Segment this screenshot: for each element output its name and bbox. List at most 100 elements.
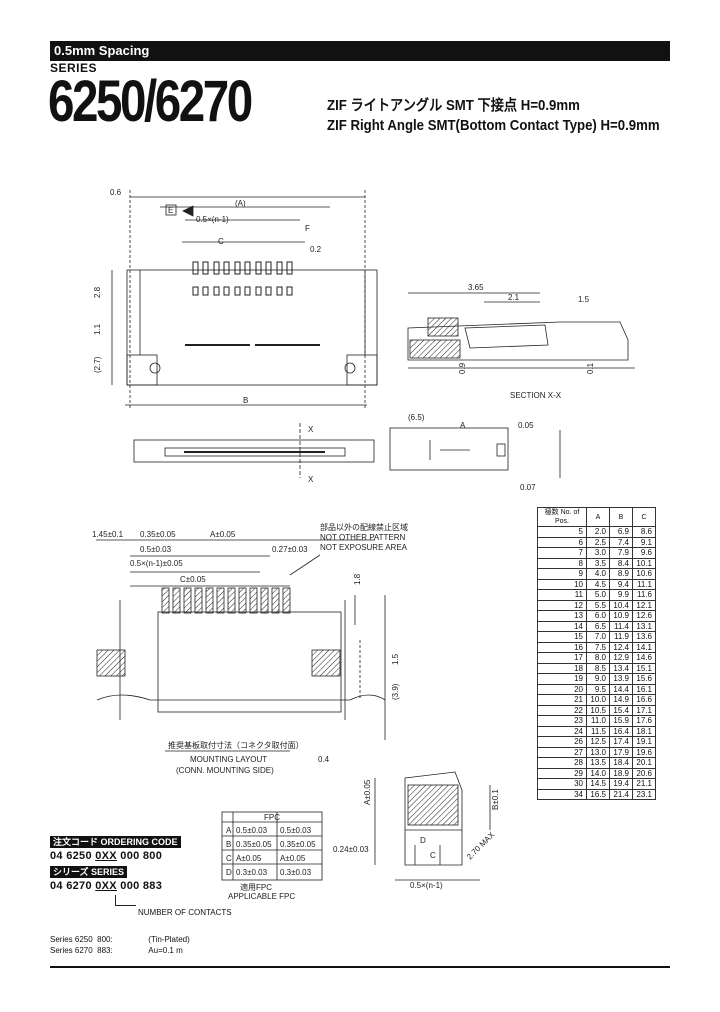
table-cell: 14.4 <box>609 683 633 695</box>
svg-text:0.3±0.03: 0.3±0.03 <box>236 868 268 877</box>
table-cell: 18 <box>537 662 587 674</box>
svg-text:B: B <box>243 396 248 405</box>
table-cell: 12.1 <box>632 599 656 611</box>
table-cell: 18.1 <box>632 725 656 737</box>
table-cell: 12.5 <box>586 736 610 748</box>
table-header: C <box>632 507 656 527</box>
svg-text:部品以外の配線禁止区域: 部品以外の配線禁止区域 <box>320 522 408 532</box>
table-cell: 28 <box>537 757 587 769</box>
table-cell: 18.4 <box>609 757 633 769</box>
table-cell: 14.1 <box>632 641 656 653</box>
table-cell: 6.5 <box>586 620 610 632</box>
svg-text:C±0.05: C±0.05 <box>180 575 206 584</box>
svg-text:(2.7): (2.7) <box>93 356 102 373</box>
svg-text:0.5×(n-1): 0.5×(n-1) <box>196 215 229 224</box>
dim-label: 0.6 <box>110 188 122 197</box>
svg-text:3.65: 3.65 <box>468 283 484 292</box>
table-cell: 13.1 <box>632 620 656 632</box>
svg-text:0.07: 0.07 <box>520 483 536 492</box>
table-header: 極数 No. of Pos. <box>537 507 587 527</box>
svg-text:D: D <box>226 868 232 877</box>
table-cell: 12.6 <box>632 610 656 622</box>
svg-text:0.9: 0.9 <box>458 362 467 374</box>
table-cell: 8.0 <box>586 652 610 664</box>
svg-text:C: C <box>226 854 232 863</box>
table-cell: 2.5 <box>586 536 610 548</box>
svg-text:SECTION X-X: SECTION X-X <box>510 391 562 400</box>
table-cell: 21.4 <box>609 788 633 800</box>
svg-text:NOT EXPOSURE AREA: NOT EXPOSURE AREA <box>320 543 408 552</box>
svg-text:1.45±0.1: 1.45±0.1 <box>92 530 124 539</box>
ordering-code-label: 注文コード ORDERING CODE <box>50 836 181 848</box>
svg-text:(3.9): (3.9) <box>391 683 400 700</box>
leader-line <box>115 895 136 906</box>
svg-text:推奨基板取付寸法（コネクタ取付面）: 推奨基板取付寸法（コネクタ取付面） <box>168 740 304 750</box>
table-cell: 10.5 <box>586 704 610 716</box>
table-cell: 5 <box>537 526 587 538</box>
mounting-label: 推奨基板取付寸法（コネクタ取付面） MOUNTING LAYOUT (CONN.… <box>165 740 304 775</box>
front-view: X X <box>133 423 375 484</box>
svg-text:FPC: FPC <box>264 813 280 822</box>
svg-text:0.5×(n-1)±0.05: 0.5×(n-1)±0.05 <box>130 559 183 568</box>
table-cell: 9.4 <box>609 578 633 590</box>
table-cell: 22 <box>537 704 587 716</box>
table-cell: 14.5 <box>586 778 610 790</box>
svg-text:F: F <box>305 224 310 233</box>
table-cell: 4.5 <box>586 578 610 590</box>
svg-text:NOT OTHER PATTERN: NOT OTHER PATTERN <box>320 533 406 542</box>
table-cell: 10.6 <box>632 568 656 580</box>
svg-text:A±0.05: A±0.05 <box>363 779 372 805</box>
table-cell: 15.4 <box>609 704 633 716</box>
top-view: 0.6 (A) 0.5×(n-1) C 0.2 F E <box>93 188 378 410</box>
title-english: ZIF Right Angle SMT(Bottom Contact Type)… <box>327 117 660 134</box>
table-cell: 13.9 <box>609 673 633 685</box>
table-cell: 17.6 <box>632 715 656 727</box>
table-cell: 16.6 <box>632 694 656 706</box>
table-cell: 17.1 <box>632 704 656 716</box>
table-cell: 10.9 <box>609 610 633 622</box>
table-cell: 13 <box>537 610 587 622</box>
table-cell: 10.0 <box>586 694 610 706</box>
note-6250: Series 6250 800: (Tin-Plated) <box>50 935 190 944</box>
table-cell: 29 <box>537 767 587 779</box>
svg-text:0.35±0.05: 0.35±0.05 <box>236 840 272 849</box>
svg-text:2.1: 2.1 <box>508 293 520 302</box>
table-cell: 20 <box>537 683 587 695</box>
table-cell: 8 <box>537 557 587 569</box>
table-cell: 20.1 <box>632 757 656 769</box>
table-cell: 11.1 <box>632 578 656 590</box>
table-cell: 6 <box>537 536 587 548</box>
table-cell: 9.5 <box>586 683 610 695</box>
svg-text:0.27±0.03: 0.27±0.03 <box>272 545 308 554</box>
section-view: 3.65 2.1 1.5 0.9 0.1 SECTION X-X <box>407 283 635 400</box>
table-cell: 7.9 <box>609 547 633 559</box>
table-header: B <box>609 507 633 527</box>
table-cell: 15.9 <box>609 715 633 727</box>
table-cell: 19.1 <box>632 736 656 748</box>
table-cell: 8.5 <box>586 662 610 674</box>
table-cell: 13.0 <box>586 746 610 758</box>
table-cell: 10 <box>537 578 587 590</box>
footer-rule <box>50 966 670 968</box>
table-header: A <box>586 507 610 527</box>
table-cell: 17.9 <box>609 746 633 758</box>
table-cell: 27 <box>537 746 587 758</box>
table-cell: 9.6 <box>632 547 656 559</box>
